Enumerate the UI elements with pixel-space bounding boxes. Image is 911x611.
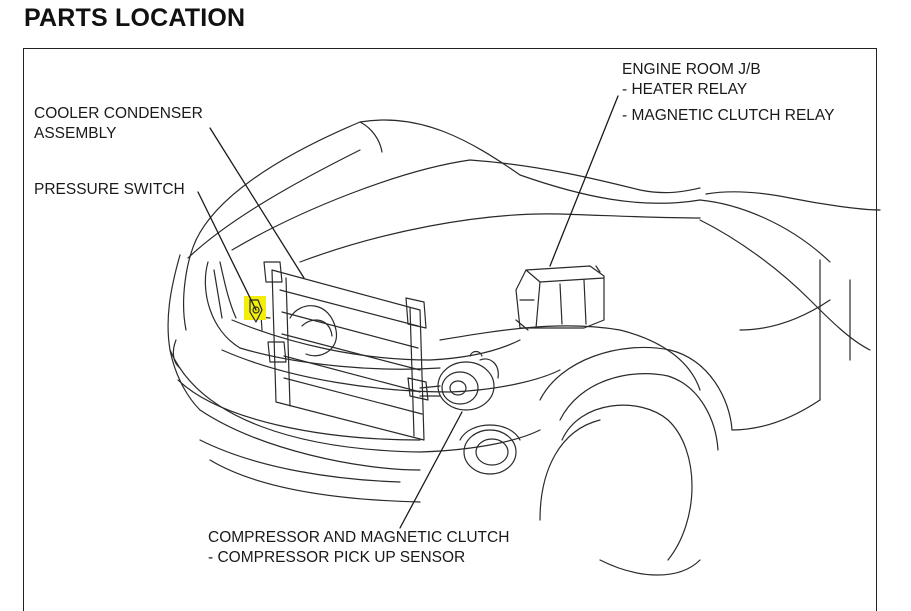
leader-lines bbox=[197, 95, 619, 529]
fender-and-wheel bbox=[439, 219, 871, 576]
pressure-switch-label: PRESSURE SWITCH bbox=[34, 181, 185, 198]
compressor bbox=[419, 350, 499, 411]
leader-compressor bbox=[399, 411, 463, 529]
front-fascia bbox=[167, 239, 561, 503]
magnetic-clutch-relay-label: - MAGNETIC CLUTCH RELAY bbox=[622, 107, 835, 124]
hood-outline bbox=[187, 119, 881, 263]
leader-pressure-switch bbox=[197, 191, 257, 311]
callout-compressor: COMPRESSOR AND MAGNETIC CLUTCH - COMPRES… bbox=[208, 528, 509, 568]
compressor-label: COMPRESSOR AND MAGNETIC CLUTCH bbox=[208, 529, 510, 546]
callout-engine-room-jb: ENGINE ROOM J/B - HEATER RELAY - MAGNETI… bbox=[622, 60, 834, 126]
cooler-condenser-label-line2: ASSEMBLY bbox=[34, 125, 117, 142]
leader-engine-room-jb bbox=[549, 95, 619, 267]
page-title: PARTS LOCATION bbox=[24, 4, 246, 32]
engine-room-jb bbox=[515, 265, 605, 331]
cooler-condenser-label-line1: COOLER CONDENSER bbox=[34, 105, 203, 122]
pressure-switch bbox=[249, 299, 263, 323]
fog-lamp bbox=[459, 424, 521, 475]
diagram-frame bbox=[23, 48, 877, 611]
compressor-pickup-sensor-label: - COMPRESSOR PICK UP SENSOR bbox=[208, 549, 466, 566]
callout-cooler-condenser: COOLER CONDENSER ASSEMBLY bbox=[34, 104, 203, 144]
callout-pressure-switch: PRESSURE SWITCH bbox=[34, 180, 185, 200]
engine-room-jb-label: ENGINE ROOM J/B bbox=[622, 61, 761, 78]
heater-relay-label: - HEATER RELAY bbox=[622, 81, 748, 98]
cooler-condenser bbox=[249, 261, 429, 441]
leader-cooler-condenser bbox=[209, 127, 305, 279]
